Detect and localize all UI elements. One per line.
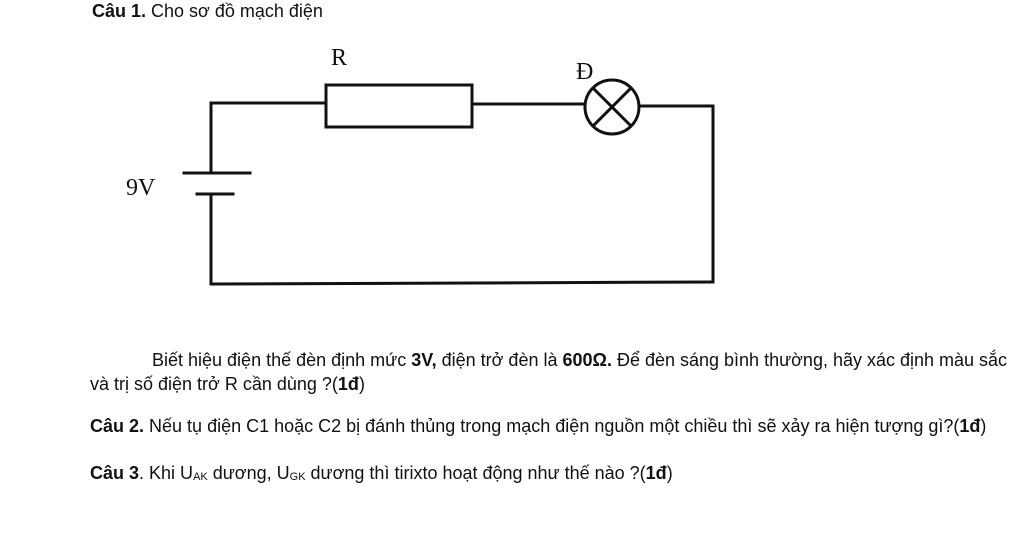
question-2-label: Câu 2. [90,416,145,436]
question-1-paragraph: Biết hiệu điện thế đèn định mức 3V, điện… [90,350,1008,394]
lamp-label: Đ [576,59,593,85]
resistor-symbol [324,83,474,129]
lamp-resistance: 600Ω. [562,350,612,370]
wire-bottom [209,280,715,286]
rated-voltage: 3V, [411,350,437,370]
question-3-label: Câu 3 [90,463,140,483]
resistor-label: R [331,45,347,71]
question-1-label: Câu 1. [92,1,147,21]
points-q3: 1đ [645,463,667,483]
question-2: Câu 2. Nếu tụ điện C1 hoặc C2 bị đánh th… [90,416,987,436]
points-q1: 1đ [337,374,359,394]
circuit-diagram: R Đ 9V [126,45,715,286]
subscript-ak: AK [193,471,208,483]
source-voltage-label: 9V [126,175,156,201]
question-1-text: Cho sơ đồ mạch điện [146,1,323,21]
lamp-symbol [583,78,641,136]
question-3: Câu 3. Khi UAK dương, UGK dương thì tiri… [90,463,673,483]
points-q2: 1đ [959,416,981,436]
question-1-title: Câu 1. Cho sơ đồ mạch điện [92,0,323,22]
subscript-gk: GK [289,471,306,483]
